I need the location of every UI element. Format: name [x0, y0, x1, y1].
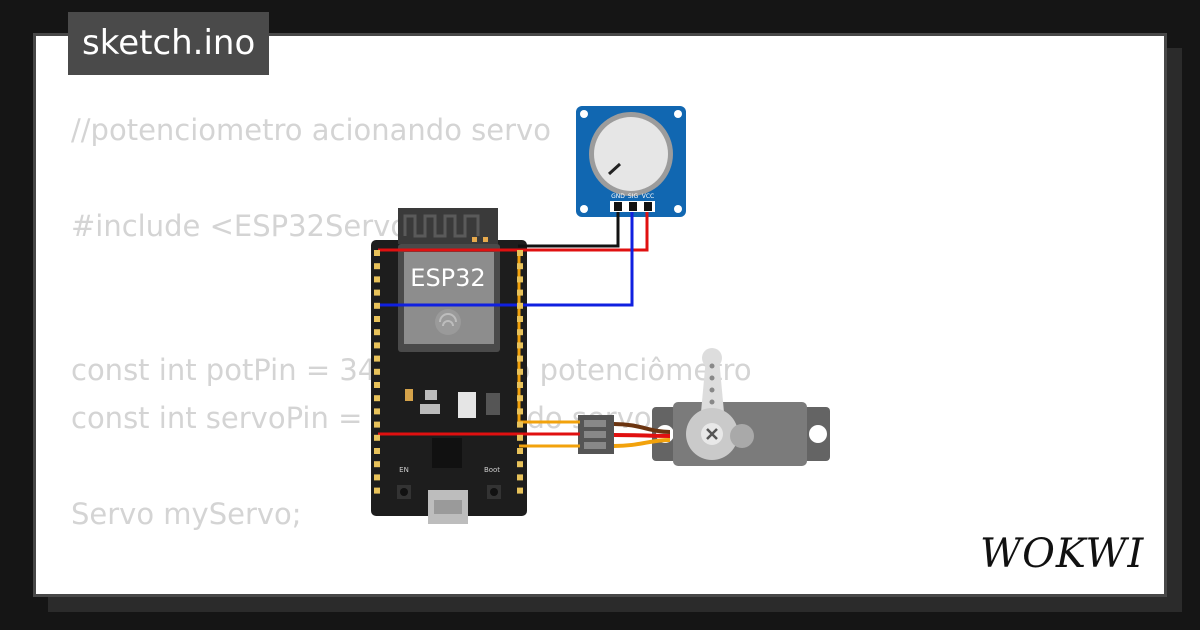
header-pin — [374, 395, 380, 402]
pot-pin-label-gnd: GND — [611, 193, 625, 200]
header-pin — [374, 474, 380, 481]
header-pin — [517, 395, 523, 402]
esp32-label: ESP32 — [410, 264, 485, 292]
potentiometer-knob[interactable] — [594, 117, 668, 191]
header-pin — [517, 408, 523, 415]
pot-pin-label-vcc: VCC — [642, 193, 654, 200]
header-pin — [374, 382, 380, 388]
header-pin — [374, 461, 380, 468]
header-pin — [374, 434, 380, 441]
header-pin — [517, 461, 523, 468]
header-pin — [374, 355, 380, 362]
header-pin — [517, 302, 523, 309]
code-line: Servo myServo; — [71, 497, 302, 531]
header-pin — [374, 250, 380, 256]
esp32-header-pins — [374, 250, 523, 494]
wire-pot-sig — [378, 212, 634, 307]
header-pin — [374, 276, 380, 283]
header-pin — [374, 316, 380, 322]
code-line: void setup() { — [71, 586, 752, 594]
header-pin — [517, 329, 523, 336]
pot-pin-label-sig: SIG — [628, 193, 639, 200]
header-pin — [517, 487, 523, 494]
header-pin — [517, 382, 523, 388]
header-pin — [374, 329, 380, 336]
header-pin — [517, 421, 523, 428]
en-label: EN — [399, 466, 409, 474]
header-pin — [374, 487, 380, 494]
header-pin — [374, 368, 380, 375]
potentiometer[interactable]: GND SIG VCC — [576, 106, 686, 217]
code-line: //potenciometro acionando servo — [71, 113, 551, 147]
header-pin — [517, 250, 523, 256]
header-pin — [517, 276, 523, 283]
header-pin — [374, 448, 380, 454]
knob-indicator — [607, 162, 622, 176]
header-pin — [517, 263, 523, 270]
header-pin — [517, 342, 523, 349]
header-pin — [374, 342, 380, 349]
header-pin — [517, 355, 523, 362]
header-pin — [517, 474, 523, 481]
file-tab-label: sketch.ino — [68, 12, 270, 75]
esp32-board[interactable]: ESP32 EN Boot — [371, 208, 527, 524]
header-pin — [517, 434, 523, 441]
header-pin — [374, 302, 380, 309]
boot-label: Boot — [484, 466, 500, 474]
header-pin — [517, 316, 523, 322]
header-pin — [374, 408, 380, 415]
header-pin — [517, 289, 523, 296]
servo-connector — [578, 415, 671, 454]
wire-servo-gnd — [517, 250, 580, 424]
header-pin — [517, 448, 523, 454]
wire-pot-vcc — [378, 212, 649, 252]
wire-pot-gnd — [518, 212, 620, 248]
header-pin — [517, 368, 523, 375]
header-pin — [374, 421, 380, 428]
wokwi-logo: WOKWI — [980, 531, 1144, 577]
svg-text:WOKWI: WOKWI — [980, 531, 1144, 577]
servo-motor[interactable] — [652, 348, 830, 466]
header-pin — [374, 263, 380, 270]
header-pin — [374, 289, 380, 296]
